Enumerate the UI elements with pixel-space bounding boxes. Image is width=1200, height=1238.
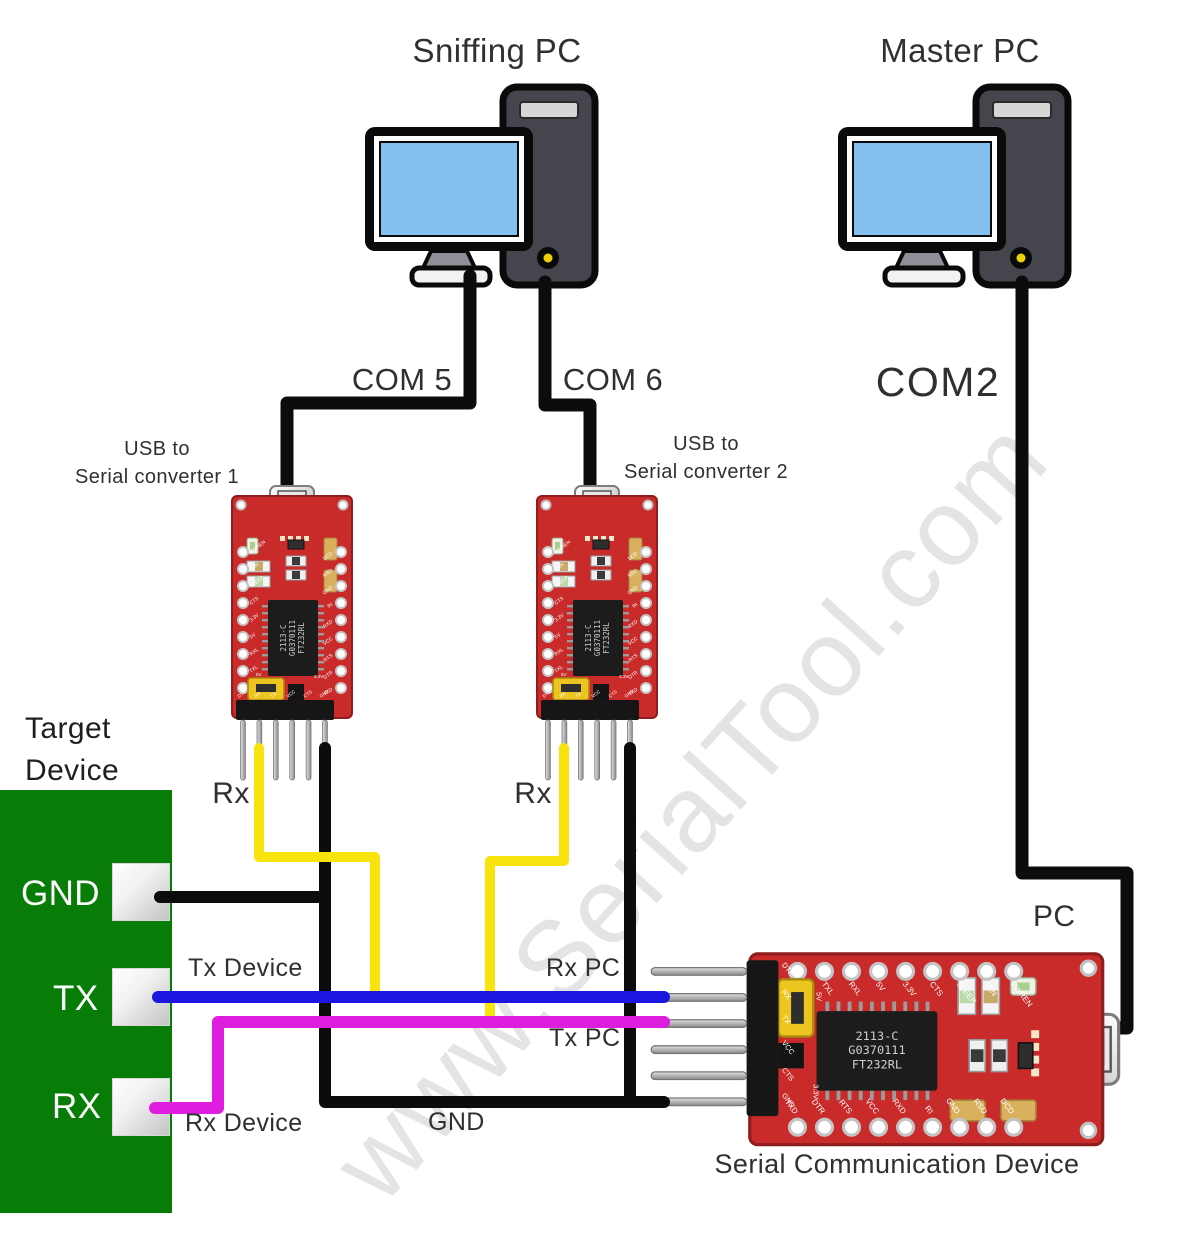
rx-device-wire-label: Rx Device — [185, 1109, 303, 1137]
com6-cable — [538, 275, 597, 499]
master-pc-icon — [838, 87, 1068, 285]
gnd-wire-label: GND — [428, 1108, 485, 1136]
tx-pc-wire-label: Tx PC — [549, 1024, 621, 1052]
serial-device-label: Serial Communication Device — [714, 1149, 1080, 1179]
target-device-label: Target Device — [25, 712, 119, 787]
com2-label: COM2 — [875, 359, 1001, 405]
com5-cable — [280, 269, 477, 499]
usb-serial-converter-1-board — [231, 485, 353, 781]
gnd-wire-converter1 — [319, 742, 670, 1108]
target-device-label-line2: Device — [25, 754, 120, 787]
converter2-label-line1: USB to — [673, 433, 739, 455]
rx-tap-wire-converter1 — [254, 743, 380, 998]
target-device-block — [0, 790, 172, 1213]
converter1-label: USB to Serial converter 1 — [75, 438, 239, 488]
serial-communication-device-board — [649, 952, 1121, 1147]
tx-device-wire-label: Tx Device — [188, 954, 303, 982]
converter2-label-line2: Serial converter 2 — [624, 461, 788, 483]
rx-label-converter2: Rx — [514, 777, 552, 810]
target-device-label-line1: Target — [25, 712, 111, 745]
usb-serial-converter-2-board — [536, 485, 658, 781]
target-pin-rx-label: RX — [52, 1087, 102, 1126]
tx-pc-wire — [149, 1016, 670, 1114]
converter1-label-line1: USB to — [124, 438, 190, 460]
sniffing-pc-label: Sniffing PC — [412, 32, 582, 69]
rx-tap-wire-converter2 — [485, 743, 569, 1023]
sniffing-pc-icon — [365, 87, 595, 285]
target-pin-tx-label: TX — [53, 979, 99, 1018]
com6-label: COM 6 — [562, 362, 664, 397]
pc-cable-label: PC — [1033, 900, 1076, 933]
com5-label: COM 5 — [351, 362, 453, 397]
master-pc-label: Master PC — [880, 32, 1040, 69]
converter2-label: USB to Serial converter 2 — [624, 433, 788, 483]
rx-pc-wire-label: Rx PC — [546, 954, 621, 982]
rx-label-converter1: Rx — [212, 777, 250, 810]
converter1-label-line2: Serial converter 1 — [75, 466, 239, 488]
target-pin-gnd-label: GND — [21, 874, 100, 913]
